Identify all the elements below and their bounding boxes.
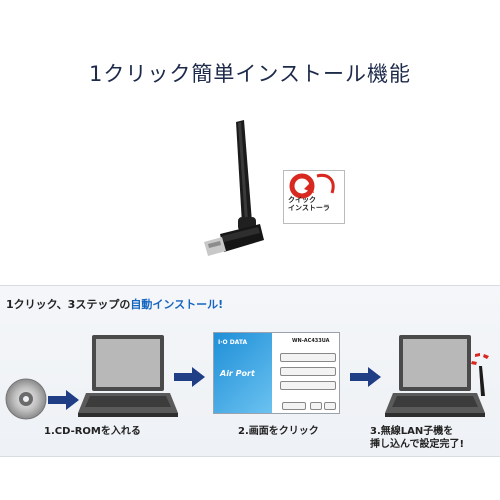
step3-label: 3.無線LAN子機を 挿し込んで設定完了!: [370, 425, 464, 451]
product-name: Air Port: [220, 369, 255, 378]
installer-option-button[interactable]: [280, 367, 336, 376]
installer-footer-button[interactable]: [324, 402, 336, 410]
arrow-right-icon: [174, 367, 205, 387]
installer-option-button[interactable]: [280, 353, 336, 362]
cd-rom-icon: [5, 378, 47, 420]
badge-label-line1: クイック: [288, 196, 316, 204]
step3-label-line1: 3.無線LAN子機を: [370, 426, 454, 437]
brand-logo: I·O DATA: [218, 339, 248, 346]
installer-option-button[interactable]: [280, 381, 336, 390]
quick-installer-badge: クイック インストーラ: [283, 170, 345, 224]
badge-label-line2: インストーラ: [288, 204, 330, 212]
quick-installer-icon: [289, 173, 335, 199]
steps-subtitle: 1クリック、3ステップの自動インストール!: [6, 296, 223, 312]
page-title: 1クリック簡単インストール機能: [89, 62, 411, 86]
arrow-right-icon: [350, 367, 381, 387]
adapter-plugged-icon: [471, 353, 489, 396]
laptop-step1: [78, 335, 178, 417]
step2-label: 2.画面をクリック: [238, 426, 319, 437]
usb-wifi-adapter-image: [204, 120, 264, 256]
subtitle-text: 1クリック、3ステップの: [6, 298, 131, 311]
installer-footer-button[interactable]: [282, 402, 306, 410]
subtitle-highlight: 自動インストール!: [130, 298, 224, 311]
step1-label: 1.CD-ROMを入れる: [44, 426, 141, 437]
laptop-step3: [385, 335, 485, 417]
step3-label-line2: 挿し込んで設定完了!: [370, 439, 465, 450]
arrow-right-icon: [48, 390, 79, 410]
model-name: WN-AC433UA: [292, 338, 330, 344]
installer-screen: I·O DATA Air Port WN-AC433UA: [213, 332, 340, 414]
installer-footer-button[interactable]: [310, 402, 322, 410]
